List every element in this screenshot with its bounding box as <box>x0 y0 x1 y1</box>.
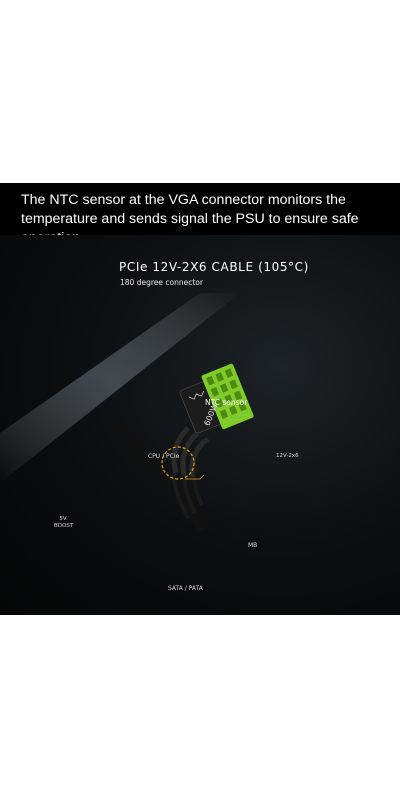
mb-label: MB <box>248 542 258 549</box>
ntc-sensor-label: NTC sensor <box>205 398 248 407</box>
product-illustration: 600W <box>0 293 254 533</box>
cable-title: PCIe 12V-2X6 CABLE (105°C) <box>119 260 309 274</box>
ntc-sensor-highlight <box>161 446 195 480</box>
ntc-pointer-line <box>185 474 205 480</box>
12v-2x6-label: 12V-2x6 <box>276 453 299 459</box>
cable-bundle <box>112 418 211 533</box>
product-image: 600W <box>0 235 400 615</box>
cpu-pcie-label: CPU / PCIe <box>148 453 180 460</box>
cable-subtitle: 180 degree connector <box>120 278 203 287</box>
5v-boost-label-line1: 5V <box>59 516 67 522</box>
5v-boost-label-line2: BOOST <box>54 523 74 529</box>
sata-pata-label: SATA / PATA <box>168 585 203 592</box>
5v-boost-label: 5V BOOST <box>54 516 74 530</box>
12v-2x6-connector <box>179 363 254 434</box>
product-feature-panel: The NTC sensor at the VGA connector moni… <box>0 183 400 615</box>
light-streak <box>0 293 240 483</box>
